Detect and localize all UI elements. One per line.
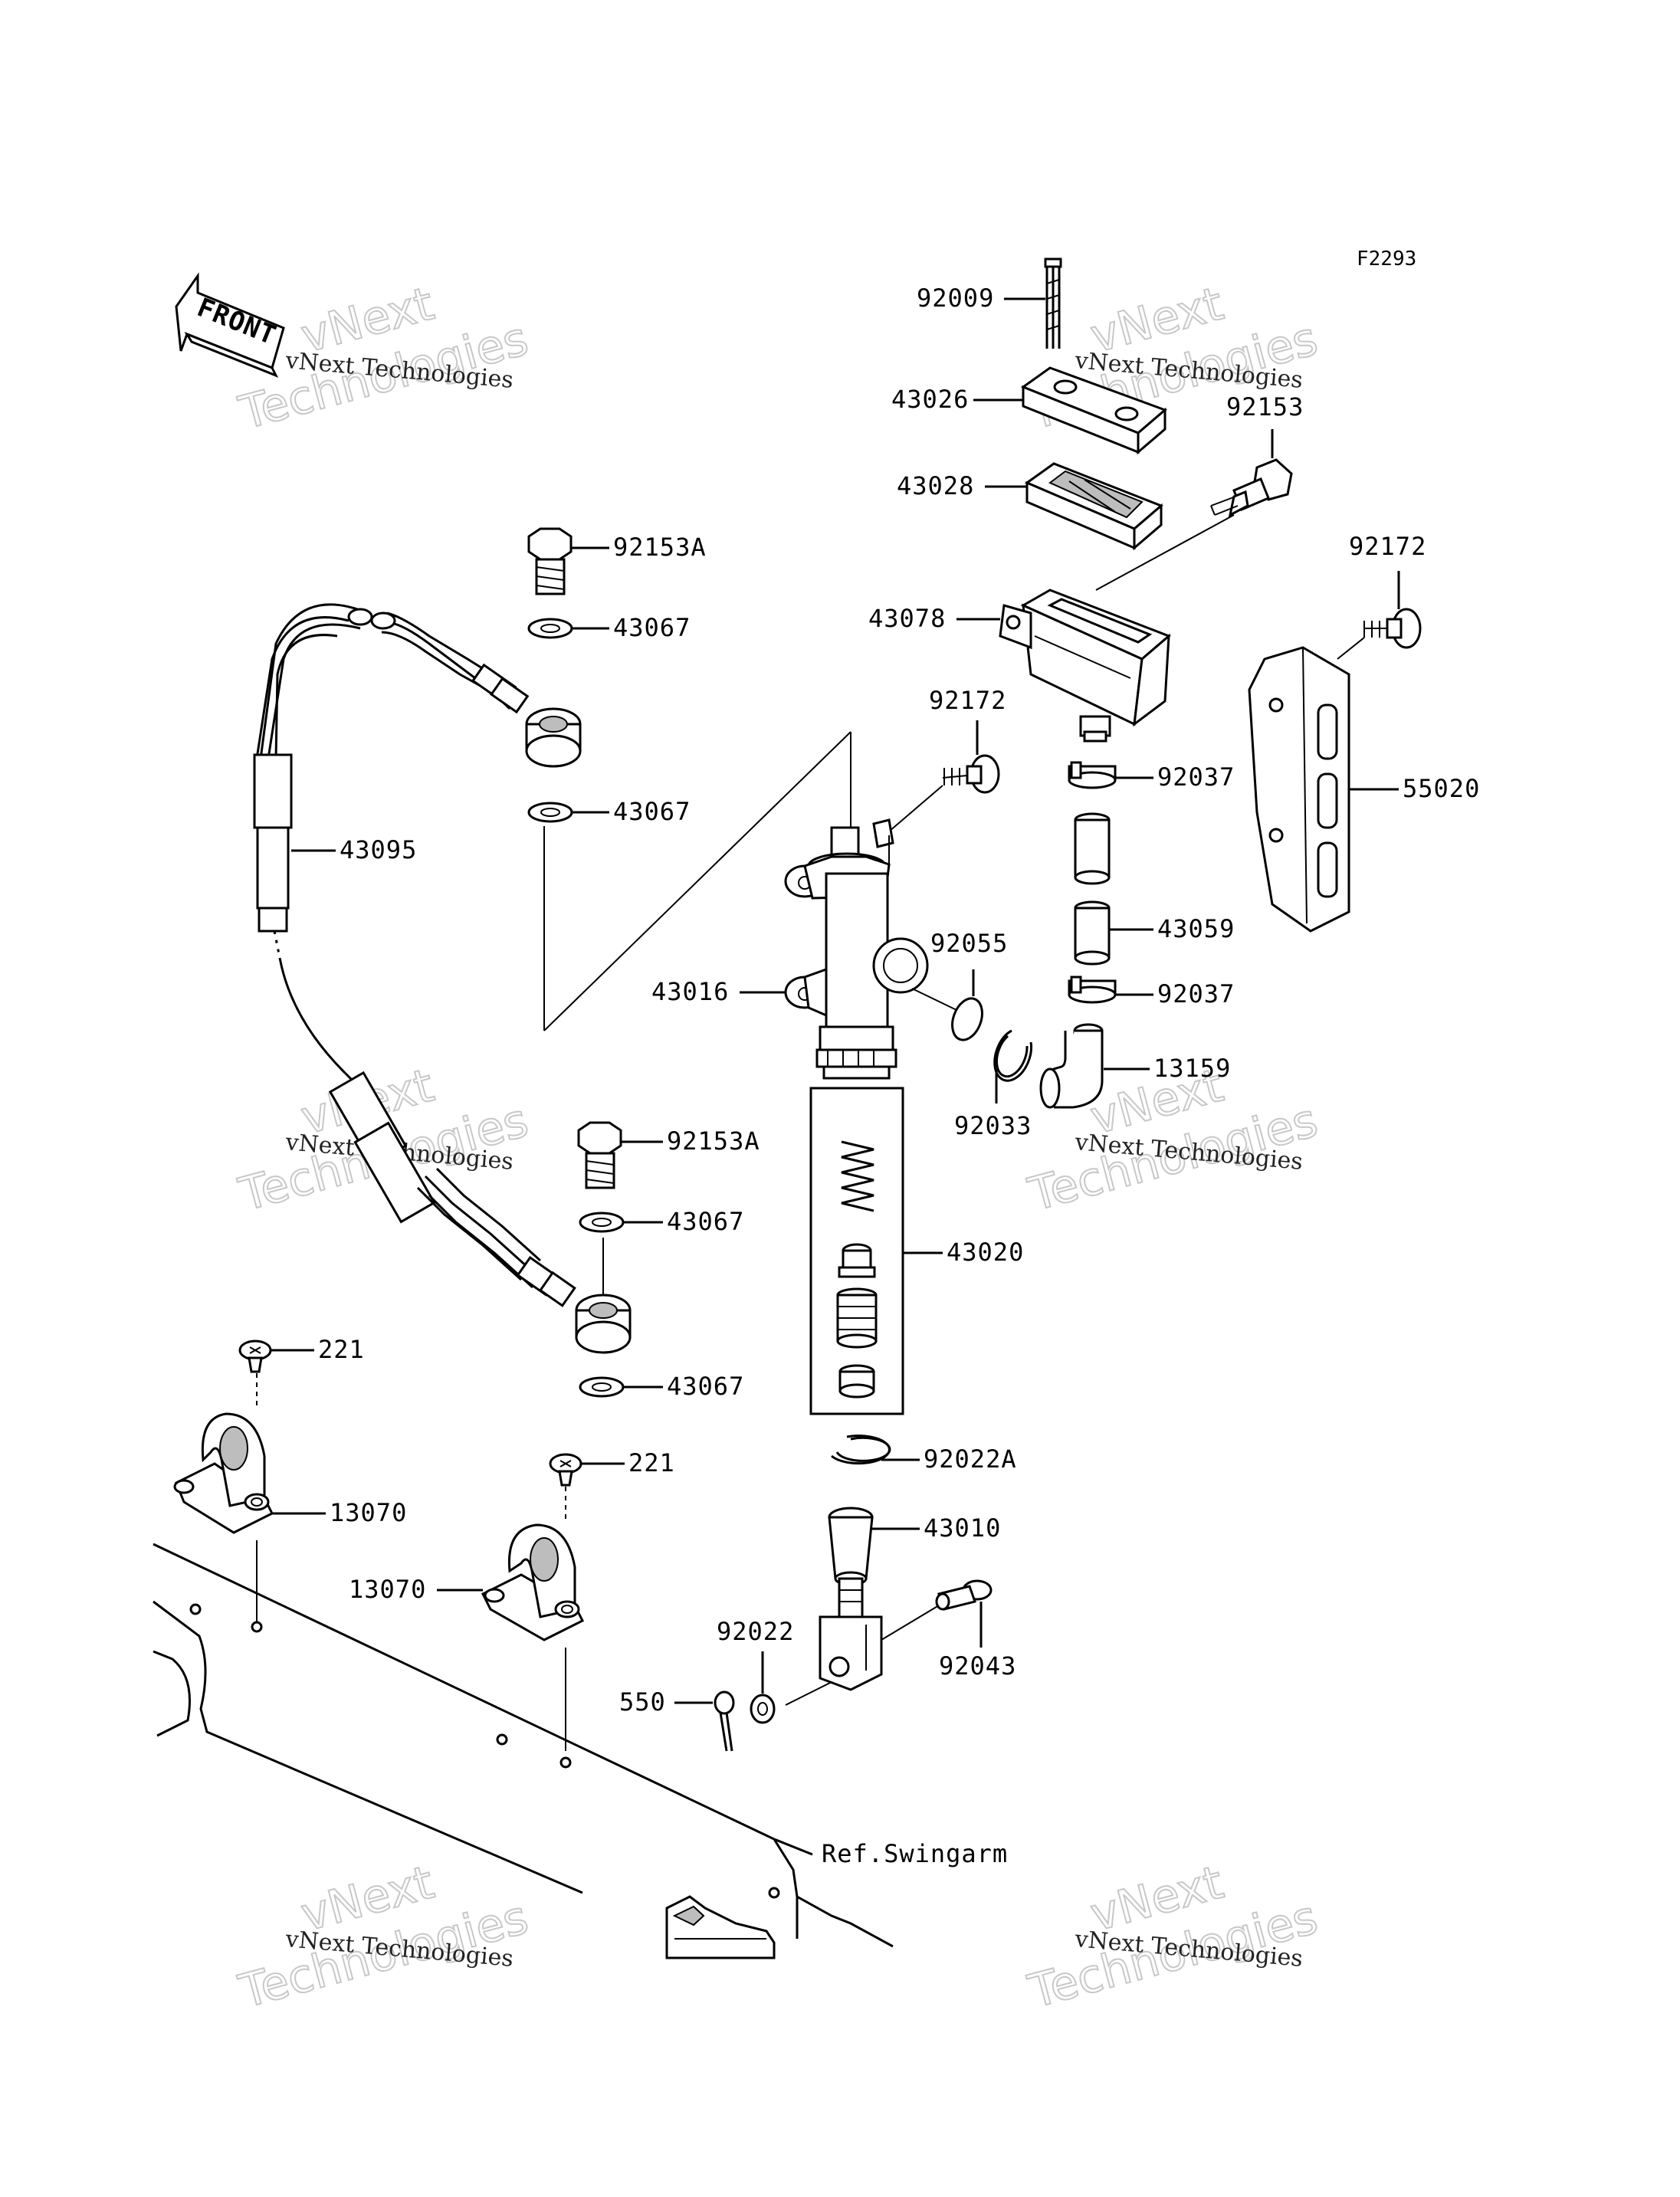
o-ring-92055 bbox=[951, 997, 983, 1041]
banjo-fitting-top bbox=[525, 707, 582, 768]
screw-92009 bbox=[1044, 257, 1062, 349]
clamp-92037-bottom bbox=[1068, 976, 1117, 1004]
label-92153: 92153 bbox=[1226, 392, 1304, 421]
label-43095: 43095 bbox=[340, 835, 417, 864]
label-92022A: 92022A bbox=[924, 1444, 1017, 1474]
figure-code: F2293 bbox=[1357, 248, 1416, 271]
label-92172-center: 92172 bbox=[929, 686, 1006, 715]
label-221-left: 221 bbox=[318, 1335, 365, 1364]
label-221-right: 221 bbox=[628, 1448, 675, 1477]
label-43059: 43059 bbox=[1157, 914, 1235, 943]
label-92043: 92043 bbox=[939, 1651, 1016, 1681]
clamp-92037-top bbox=[1068, 761, 1117, 789]
label-43067-1: 43067 bbox=[613, 613, 691, 642]
label-43010: 43010 bbox=[924, 1513, 1001, 1543]
screw-221-left bbox=[238, 1340, 272, 1373]
reservoir-cap-43026 bbox=[1020, 366, 1167, 455]
pin-92043 bbox=[935, 1579, 993, 1611]
push-rod-43010 bbox=[819, 1507, 883, 1691]
label-43016: 43016 bbox=[651, 977, 729, 1006]
label-92037-bottom: 92037 bbox=[1157, 979, 1235, 1008]
label-92055: 92055 bbox=[930, 929, 1008, 958]
cotter-pin-550 bbox=[714, 1690, 735, 1752]
bolt-92153 bbox=[1210, 458, 1293, 517]
banjo-fitting-bottom bbox=[575, 1294, 632, 1354]
washer-43067-3 bbox=[579, 1212, 625, 1233]
label-13159: 13159 bbox=[1153, 1054, 1231, 1083]
label-43026: 43026 bbox=[891, 385, 969, 414]
circlip-92022A bbox=[831, 1435, 891, 1465]
label-55020: 55020 bbox=[1403, 774, 1480, 803]
label-43067-3: 43067 bbox=[667, 1207, 744, 1236]
label-92172-right: 92172 bbox=[1349, 532, 1426, 561]
screw-92172-right bbox=[1363, 608, 1422, 649]
washer-43067-1 bbox=[527, 618, 573, 639]
label-92037-top: 92037 bbox=[1157, 762, 1235, 792]
watermark-bottom-left: vNext Technologies vNext Technologies bbox=[233, 1855, 534, 2020]
label-92153A-top: 92153A bbox=[613, 533, 707, 562]
front-arrow-icon: FRONT bbox=[175, 272, 285, 378]
hose-guide-13070-right bbox=[481, 1523, 585, 1641]
washer-43067-2 bbox=[527, 802, 573, 823]
label-43078: 43078 bbox=[868, 604, 946, 633]
hose-guide-13070-left bbox=[173, 1412, 274, 1534]
diaphragm-43028 bbox=[1024, 462, 1163, 551]
guard-55020 bbox=[1248, 646, 1350, 933]
label-92033: 92033 bbox=[954, 1111, 1032, 1140]
hose-43059 bbox=[1074, 812, 1111, 966]
label-92009: 92009 bbox=[917, 284, 994, 313]
watermark-bottom-right: vNext Technologies vNext Technologies bbox=[1022, 1855, 1324, 2020]
washer-92022 bbox=[750, 1694, 776, 1724]
label-43067-4: 43067 bbox=[667, 1372, 744, 1401]
circlip-92033 bbox=[993, 1029, 1032, 1082]
label-13070-left: 13070 bbox=[330, 1498, 407, 1527]
label-550: 550 bbox=[619, 1687, 666, 1717]
screw-92172-center bbox=[942, 754, 1000, 794]
master-cylinder-43016 bbox=[784, 818, 929, 1080]
label-92022: 92022 bbox=[717, 1617, 794, 1646]
reference-label: Ref.Swingarm bbox=[822, 1839, 1008, 1868]
elbow-13159 bbox=[1039, 1023, 1104, 1109]
banjo-bolt-92153A-bottom bbox=[577, 1121, 622, 1189]
inner-kit-box-43020 bbox=[809, 1087, 904, 1415]
label-43020: 43020 bbox=[947, 1238, 1024, 1267]
banjo-bolt-92153A-top bbox=[527, 527, 573, 595]
label-92153A-bottom: 92153A bbox=[667, 1126, 760, 1156]
label-13070-right: 13070 bbox=[349, 1575, 426, 1604]
watermark-top-left: vNext Technologies vNext Technologies bbox=[233, 277, 534, 441]
label-43028: 43028 bbox=[897, 471, 974, 500]
label-43067-2: 43067 bbox=[613, 797, 691, 826]
brake-hose-43095 bbox=[253, 603, 576, 1307]
reservoir-43078 bbox=[999, 589, 1171, 743]
swingarm-reference bbox=[153, 1543, 894, 1959]
screw-221-right bbox=[549, 1453, 582, 1487]
washer-43067-4 bbox=[579, 1376, 625, 1398]
